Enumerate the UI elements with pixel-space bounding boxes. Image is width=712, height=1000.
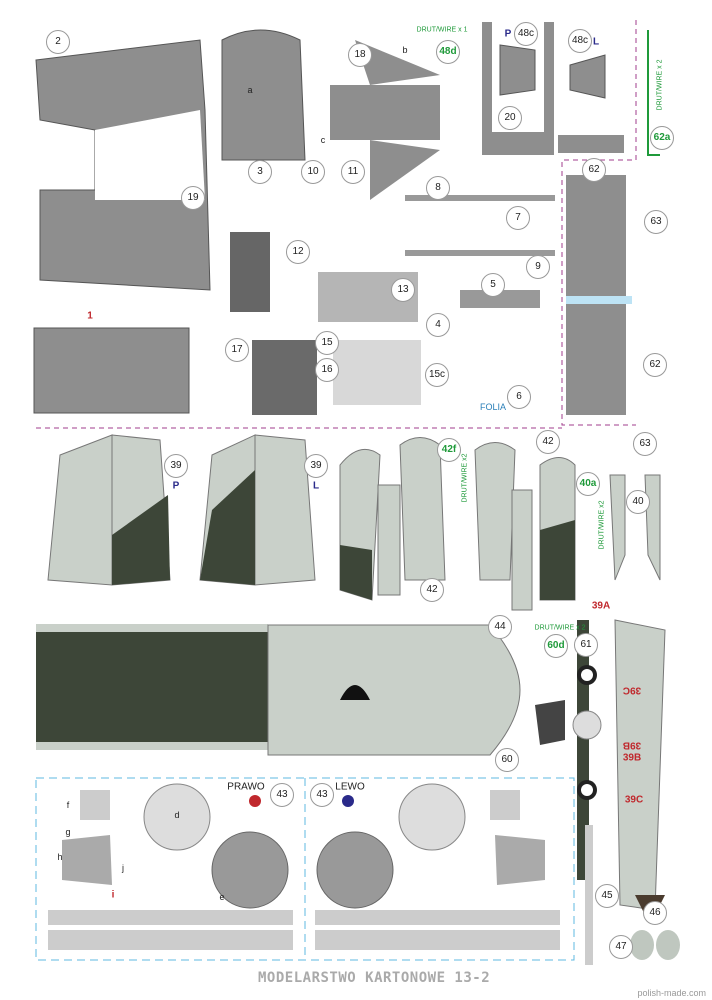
part-62 (566, 175, 626, 415)
label-folia: FOLIA (479, 402, 507, 412)
label-39a: 39A (591, 600, 611, 612)
callout-3: 3 (248, 160, 272, 184)
part-1 (33, 327, 190, 414)
label-39b-top: 39B (622, 739, 642, 751)
part-39-strip (614, 619, 666, 911)
callout-12: 12 (286, 240, 310, 264)
callout-16: 16 (315, 358, 339, 382)
letter-f: f (66, 800, 70, 810)
footer-site: polish-made.com (637, 988, 706, 998)
callout-46: 46 (643, 901, 667, 925)
callout-15c: 15c (425, 363, 449, 387)
callout-43-left: 43 (310, 783, 334, 807)
wire-label-40a: DRUT/WIRE x2 (598, 500, 606, 550)
callout-42-bottom: 42 (420, 578, 444, 602)
wire-label-60d: DRUT/WIRE x 2 (534, 624, 586, 632)
letter-e: e (219, 892, 225, 902)
label-p-39: P (172, 480, 180, 492)
callout-62-bottom: 62 (643, 353, 667, 377)
callout-60: 60 (495, 748, 519, 772)
wire-label-62a: DRUT/WIRE x 2 (656, 59, 664, 111)
callout-6: 6 (507, 385, 531, 409)
part-18 (330, 85, 440, 140)
part-43-box (35, 777, 575, 961)
callout-4: 4 (426, 313, 450, 337)
label-39c: 39C (624, 794, 644, 806)
wire-label-42f: DRUT/WIRE x2 (461, 453, 469, 503)
callout-9: 9 (526, 255, 550, 279)
callout-20: 20 (498, 106, 522, 130)
callout-5: 5 (481, 273, 505, 297)
label-part-1: 1 (87, 310, 93, 322)
callout-39-p: 39 (164, 454, 188, 478)
callout-45: 45 (595, 884, 619, 908)
label-lewo: LEWO (335, 781, 365, 793)
callout-60d: 60d (544, 634, 568, 658)
callout-7: 7 (506, 206, 530, 230)
callout-18: 18 (348, 43, 372, 67)
callout-19: 19 (181, 186, 205, 210)
footer-title: MODELARSTWO KARTONOWE 13-2 (258, 970, 491, 986)
part-3 (221, 29, 306, 161)
part-39-left (47, 434, 113, 586)
callout-63-bottom: 63 (633, 432, 657, 456)
callout-47: 47 (609, 935, 633, 959)
label-prawo: PRAWO (227, 781, 265, 793)
label-p: P (504, 28, 512, 40)
callout-11: 11 (341, 160, 365, 184)
letter-d: d (174, 810, 180, 820)
letter-h: h (57, 852, 63, 862)
part-20-frame (482, 22, 554, 155)
letter-a: a (247, 85, 253, 95)
callout-17: 17 (225, 338, 249, 362)
letter-c: c (320, 135, 326, 145)
callout-40a: 40a (576, 472, 600, 496)
letter-i: i (111, 889, 115, 901)
label-l-39: L (312, 480, 320, 492)
wire-label-48d: DRUT/WIRE x 1 (416, 26, 468, 34)
label-39c-top: 39C (622, 684, 642, 696)
letter-j: j (122, 863, 124, 873)
callout-48c-l: 48c (568, 29, 592, 53)
callout-48c-p: 48c (514, 22, 538, 46)
part-42-right (474, 442, 516, 581)
callout-39-l: 39 (304, 454, 328, 478)
letter-b: b (402, 45, 408, 55)
callout-44: 44 (488, 615, 512, 639)
callout-63-top: 63 (644, 210, 668, 234)
callout-8: 8 (426, 176, 450, 200)
callout-43-right: 43 (270, 783, 294, 807)
callout-42-top: 42 (536, 430, 560, 454)
callout-62a: 62a (650, 126, 674, 150)
label-l: L (592, 36, 600, 48)
callout-40: 40 (626, 490, 650, 514)
callout-62-top: 62 (582, 158, 606, 182)
callout-10: 10 (301, 160, 325, 184)
callout-13: 13 (391, 278, 415, 302)
part-44-nacelle (36, 632, 268, 742)
callout-48d: 48d (436, 40, 460, 64)
callout-15: 15 (315, 331, 339, 355)
callout-2: 2 (46, 30, 70, 54)
label-39b: 39B (622, 752, 642, 764)
letter-g: g (65, 827, 71, 837)
callout-42f: 42f (437, 438, 461, 462)
callout-61: 61 (574, 633, 598, 657)
